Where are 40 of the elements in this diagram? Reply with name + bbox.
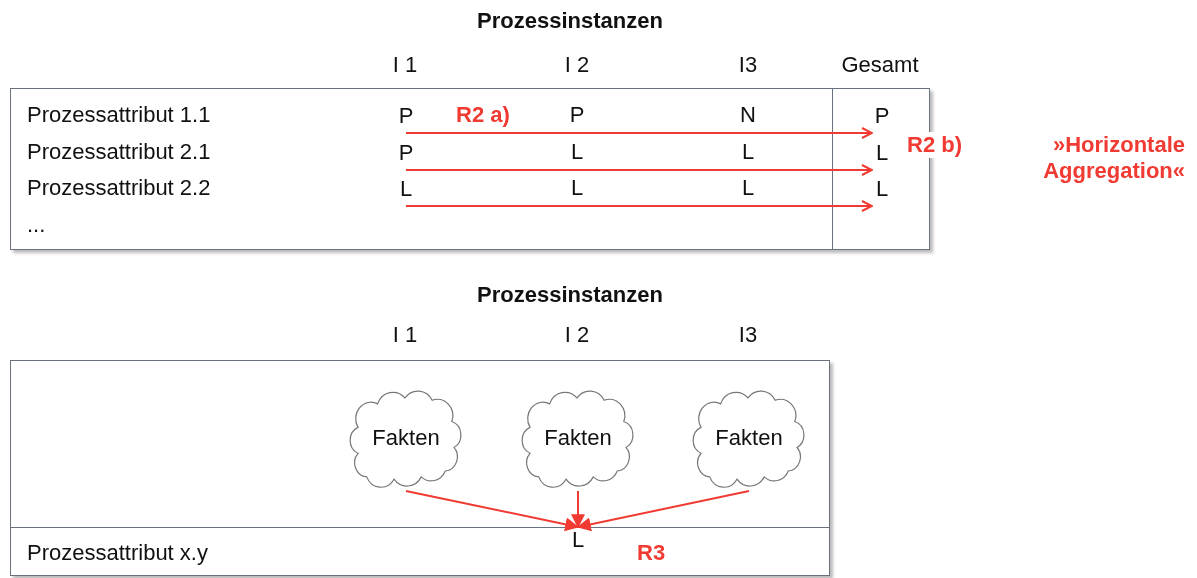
cloud-label: Fakten <box>372 425 440 451</box>
rating-value: L <box>872 140 892 172</box>
column-header: I 2 <box>563 322 591 348</box>
rating-value: N <box>739 102 757 128</box>
arrow <box>405 164 873 176</box>
rating-value: L <box>872 176 892 208</box>
rating-value: L <box>569 139 585 165</box>
arrow <box>571 490 585 529</box>
annotation-text: »Horizontale Aggregation« <box>1042 132 1185 184</box>
row-label: Prozessattribut 2.2 <box>27 175 212 201</box>
panel-title: Prozessinstanzen <box>476 8 664 34</box>
row-label: Prozessattribut 1.1 <box>27 102 212 128</box>
rating-value: L <box>569 175 585 201</box>
rating-value: L <box>397 176 415 206</box>
rating-value: P <box>397 140 415 170</box>
rating-value: L <box>568 527 588 567</box>
arrow <box>576 490 750 532</box>
column-header: Gesamt <box>840 52 920 78</box>
cloud-label: Fakten <box>715 425 783 451</box>
facts-panel <box>10 360 830 576</box>
panel-title: Prozessinstanzen <box>476 282 664 308</box>
rating-value: L <box>740 175 756 201</box>
column-header: I 2 <box>563 52 591 78</box>
arrow <box>405 490 580 532</box>
rule-label: R3 <box>637 540 667 566</box>
row-label: Prozessattribut 2.1 <box>27 139 212 165</box>
rating-value: P <box>872 103 892 135</box>
column-header: I 1 <box>391 52 419 78</box>
column-header: I 1 <box>391 322 419 348</box>
rating-value: P <box>568 102 586 128</box>
column-header: I3 <box>737 322 759 348</box>
ellipsis-text: ... <box>27 212 47 238</box>
row-label: Prozessattribut x.y <box>27 540 209 566</box>
column-header: I3 <box>737 52 759 78</box>
rating-value: P <box>397 103 415 133</box>
cloud-label: Fakten <box>544 425 612 451</box>
arrow <box>405 200 873 212</box>
rule-label: R2 a) <box>456 102 511 128</box>
arrow <box>405 127 873 139</box>
rating-value: L <box>740 139 756 165</box>
